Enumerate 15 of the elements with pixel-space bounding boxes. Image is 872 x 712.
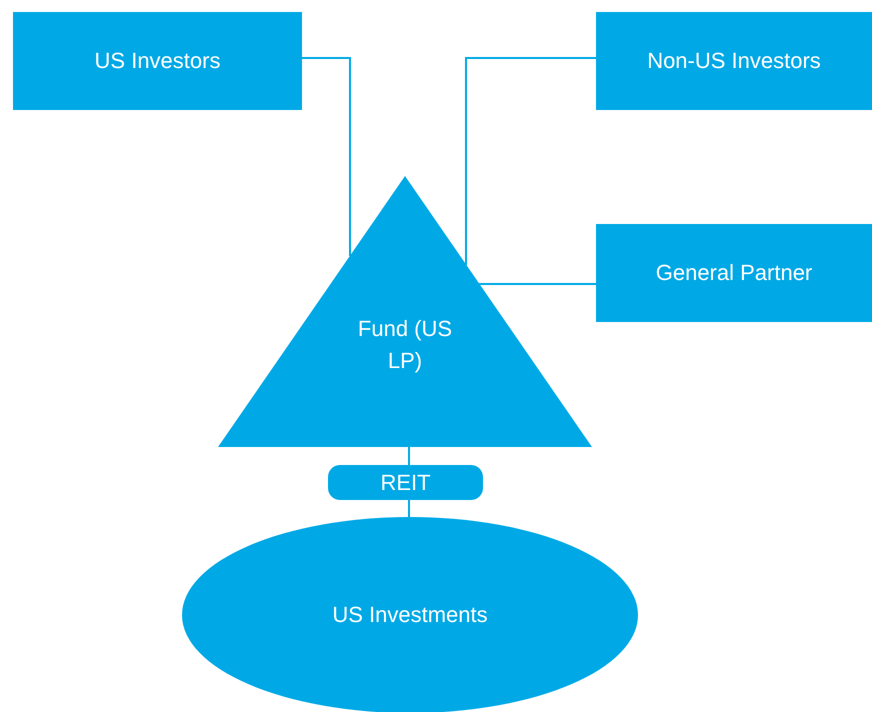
node-label: US Investments [332,601,488,630]
reit-pill [328,465,483,500]
investor-box [13,12,302,110]
connector-line [408,500,410,518]
node-label: REIT [380,468,431,497]
investor-box [596,12,872,110]
node-label: Non-US Investors [647,47,821,76]
connector-line [408,447,410,465]
node-label: Fund (US LP) [356,315,454,376]
node-label: General Partner [656,259,812,288]
node-label: US Investors [94,47,220,76]
partner-box [596,224,872,322]
connector-line [479,283,596,285]
connector-line [465,57,596,265]
connector-line [302,57,351,256]
